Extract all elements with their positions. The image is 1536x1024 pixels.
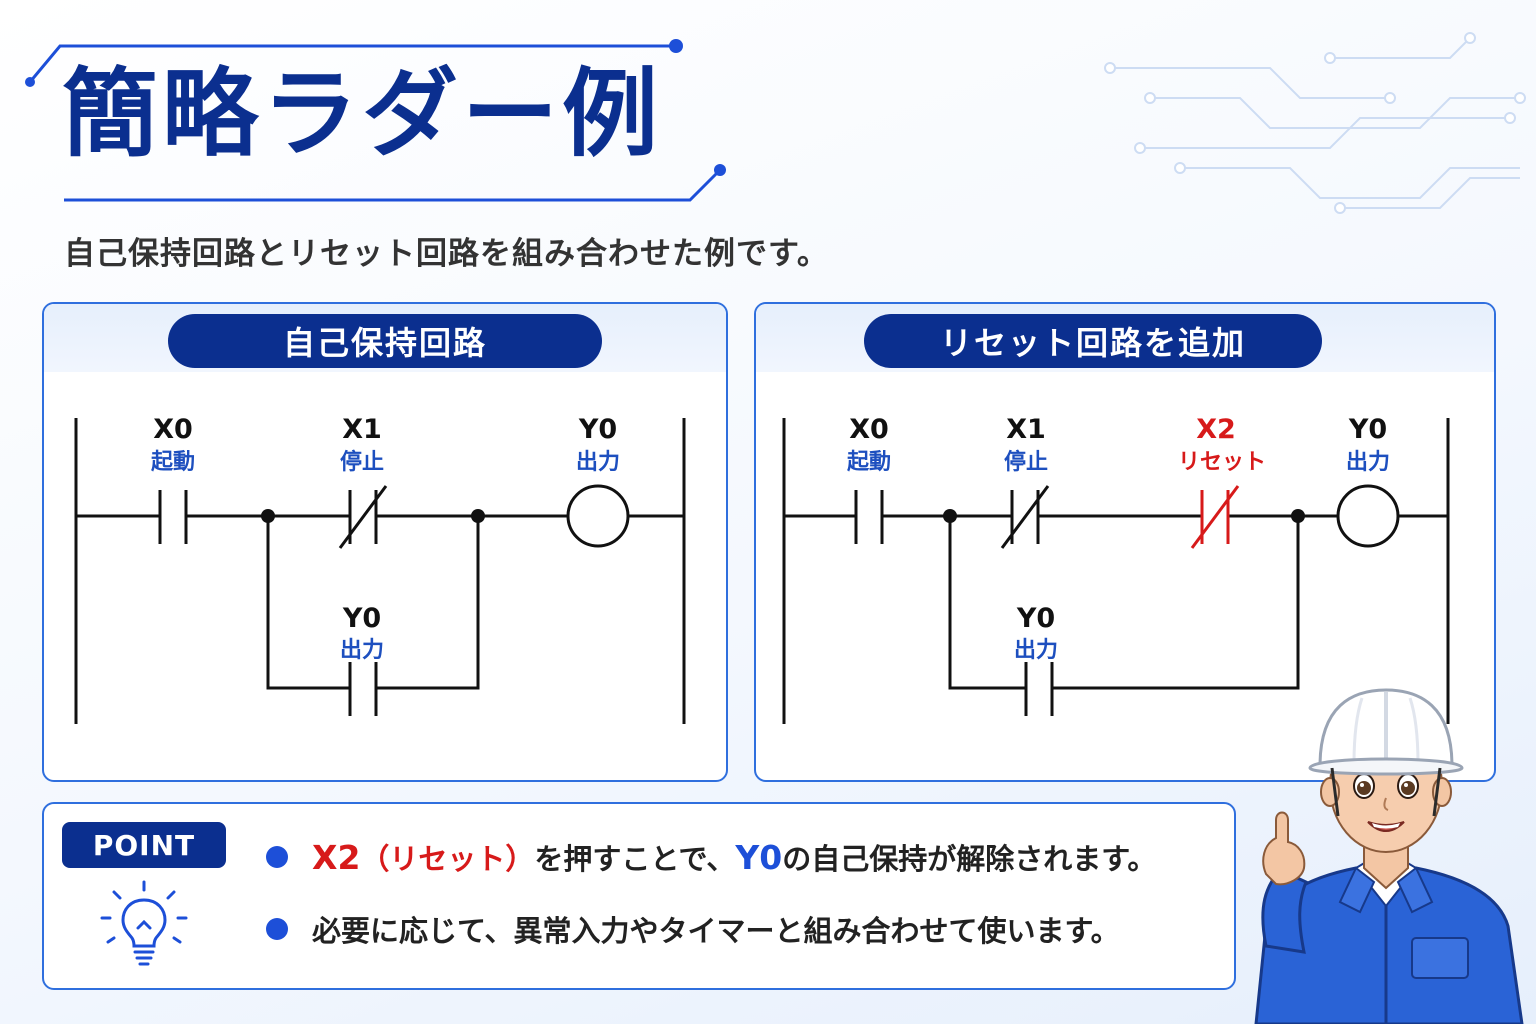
contact-x0-id: X0 [849, 414, 889, 445]
title-frame [25, 39, 726, 202]
contact-x2-slash [1190, 485, 1240, 549]
contact-x2-role: リセット [1178, 450, 1266, 475]
highlight-y0: Y0 [735, 837, 783, 877]
contact-x0-role: 起動 [150, 450, 195, 475]
point-badge: POINT [62, 822, 226, 868]
panel-heading: 自己保持回路 [168, 314, 602, 368]
contact-x1-id: X1 [342, 414, 382, 445]
point-text: 必要に応じて、異常入力やタイマーと組み合わせて使います。 [312, 914, 1120, 948]
panel-heading: リセット回路を追加 [864, 314, 1322, 368]
junction-dot [1291, 509, 1305, 523]
engineer-character-illustration [1254, 688, 1524, 1024]
reset-paren: （リセット） [360, 842, 535, 876]
point-box: POINT X2 （リセット） を押すことで、 Y0 の自己保持が解除されます。… [42, 802, 1236, 990]
contact-x0-id: X0 [153, 414, 193, 445]
junction-dot [261, 509, 275, 523]
point-text: を押すことで、 [534, 842, 736, 876]
ladder-diagram-reset: X0 起動 X1 停止 X2 リセット Y0 出力 Y0 出力 [782, 414, 1450, 724]
self-holding-branch [948, 516, 1026, 690]
coil-y0-role: 出力 [1346, 450, 1390, 475]
contact-y0-role: 出力 [340, 638, 384, 663]
circuit-decoration [1104, 32, 1526, 214]
panel-self-holding: 自己保持回路 X0 起動 X1 停止 Y0 出力 Y0 出力 [42, 302, 728, 782]
light-bulb-icon [100, 880, 188, 966]
bullet-dot [266, 918, 288, 940]
contact-x1-slash [338, 485, 388, 549]
page-title: 簡略ラダー例 [62, 58, 662, 170]
self-holding-branch [1052, 516, 1300, 690]
coil-y0-id: Y0 [1348, 414, 1387, 445]
point-text: の自己保持が解除されます。 [782, 842, 1157, 876]
highlight-x2: X2 [312, 837, 361, 877]
contact-x1-role: 停止 [340, 449, 384, 475]
self-holding-branch [376, 516, 480, 690]
junction-dot [943, 509, 957, 523]
point-line-2: 必要に応じて、異常入力やタイマーと組み合わせて使います。 [266, 908, 1120, 950]
contact-x2-id: X2 [1196, 414, 1236, 445]
contact-x1-role: 停止 [1004, 449, 1048, 475]
contact-y0-id: Y0 [342, 603, 381, 634]
self-holding-branch [266, 516, 350, 690]
coil-y0-role: 出力 [576, 450, 620, 475]
contact-x0-role: 起動 [846, 450, 891, 475]
contact-x1-slash [1000, 485, 1050, 549]
contact-y0-id: Y0 [1016, 603, 1055, 634]
junction-dot [471, 509, 485, 523]
coil-y0 [1336, 484, 1400, 548]
coil-y0-id: Y0 [578, 414, 617, 445]
panel-reset-added: リセット回路を追加 X0 起動 [754, 302, 1496, 782]
ladder-diagram-self-holding: X0 起動 X1 停止 Y0 出力 Y0 出力 [74, 414, 686, 724]
contact-x1-id: X1 [1006, 414, 1046, 445]
contact-y0-role: 出力 [1014, 638, 1058, 663]
bullet-dot [266, 846, 288, 868]
point-line-1: X2 （リセット） を押すことで、 Y0 の自己保持が解除されます。 [266, 836, 1156, 878]
coil-y0 [566, 484, 630, 548]
page-subtitle: 自己保持回路とリセット回路を組み合わせた例です。 [64, 236, 829, 272]
